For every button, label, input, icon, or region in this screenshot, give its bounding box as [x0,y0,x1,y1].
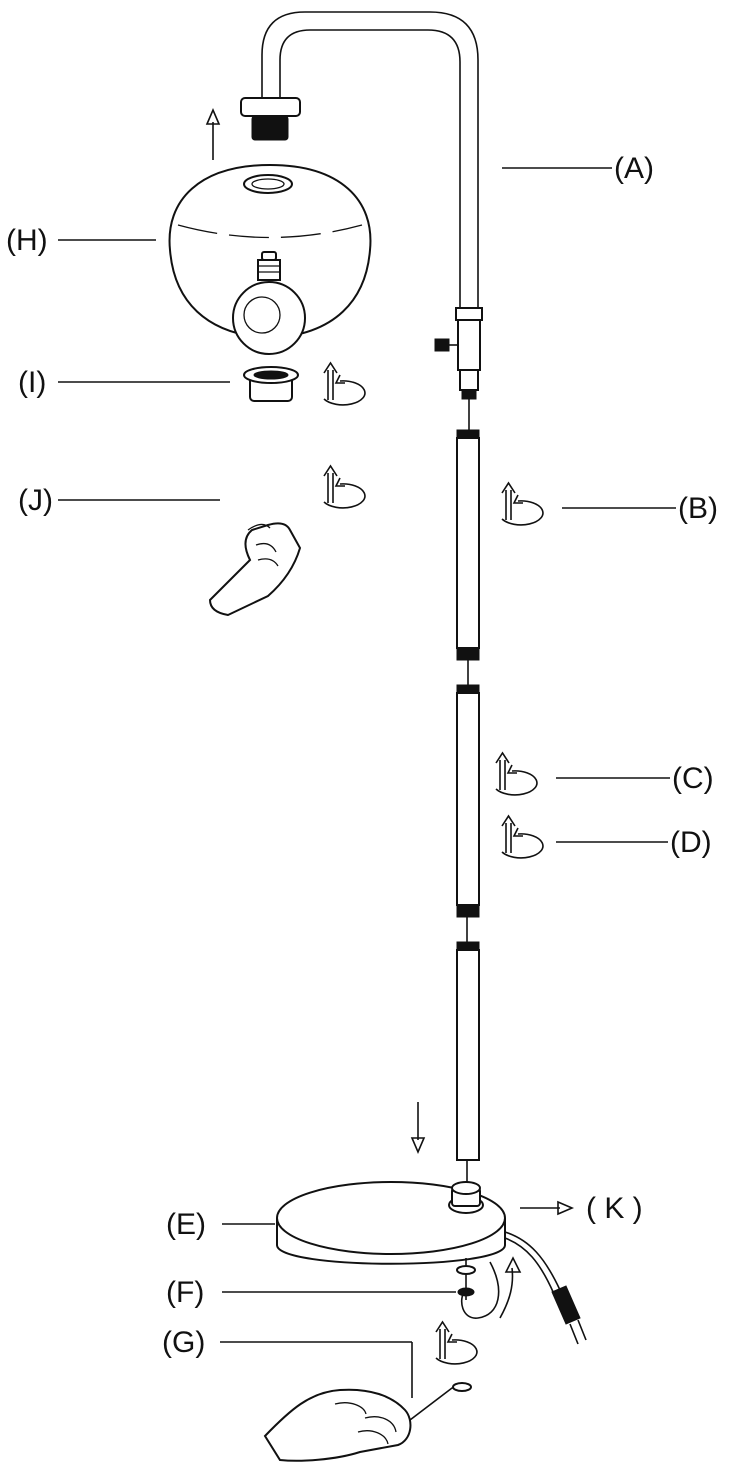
base-part-e [276,1181,506,1265]
hex-key-icon [409,1382,472,1421]
rotate-screw-icon [323,464,366,509]
tube-part-b [456,399,480,661]
label-i: (I) [18,366,46,399]
rotate-screw-icon [323,361,366,406]
bulb-icon [232,251,306,355]
power-cord [461,1231,561,1319]
label-e: (E) [166,1208,206,1241]
rotate-screw-icon [501,481,544,526]
plug-icon [551,1285,587,1345]
label-k: ( K ) [586,1192,643,1225]
label-g: (G) [162,1326,205,1359]
up-arrow-icon [205,107,221,160]
washer-part-f [456,1258,476,1300]
rotate-screw-icon [495,751,538,796]
rotate-screw-icon [435,1320,478,1365]
label-b: (B) [678,492,718,525]
label-a: (A) [614,152,654,185]
label-j: (J) [18,484,53,517]
down-arrow-icon [410,1102,426,1155]
label-f: (F) [166,1276,204,1309]
rotate-screw-icon [501,814,544,859]
hand-icon [263,1388,412,1462]
tube-part-c [456,660,480,918]
right-arrow-icon [520,1200,575,1216]
curved-arrow-icon [499,1256,522,1319]
ring-nut-part-i [243,366,299,402]
label-c: (C) [672,762,714,795]
label-d: (D) [670,826,712,859]
arm-part-a [240,11,483,400]
tube-part-d [456,917,480,1185]
label-h: (H) [6,224,48,257]
hand-icon [208,522,302,617]
